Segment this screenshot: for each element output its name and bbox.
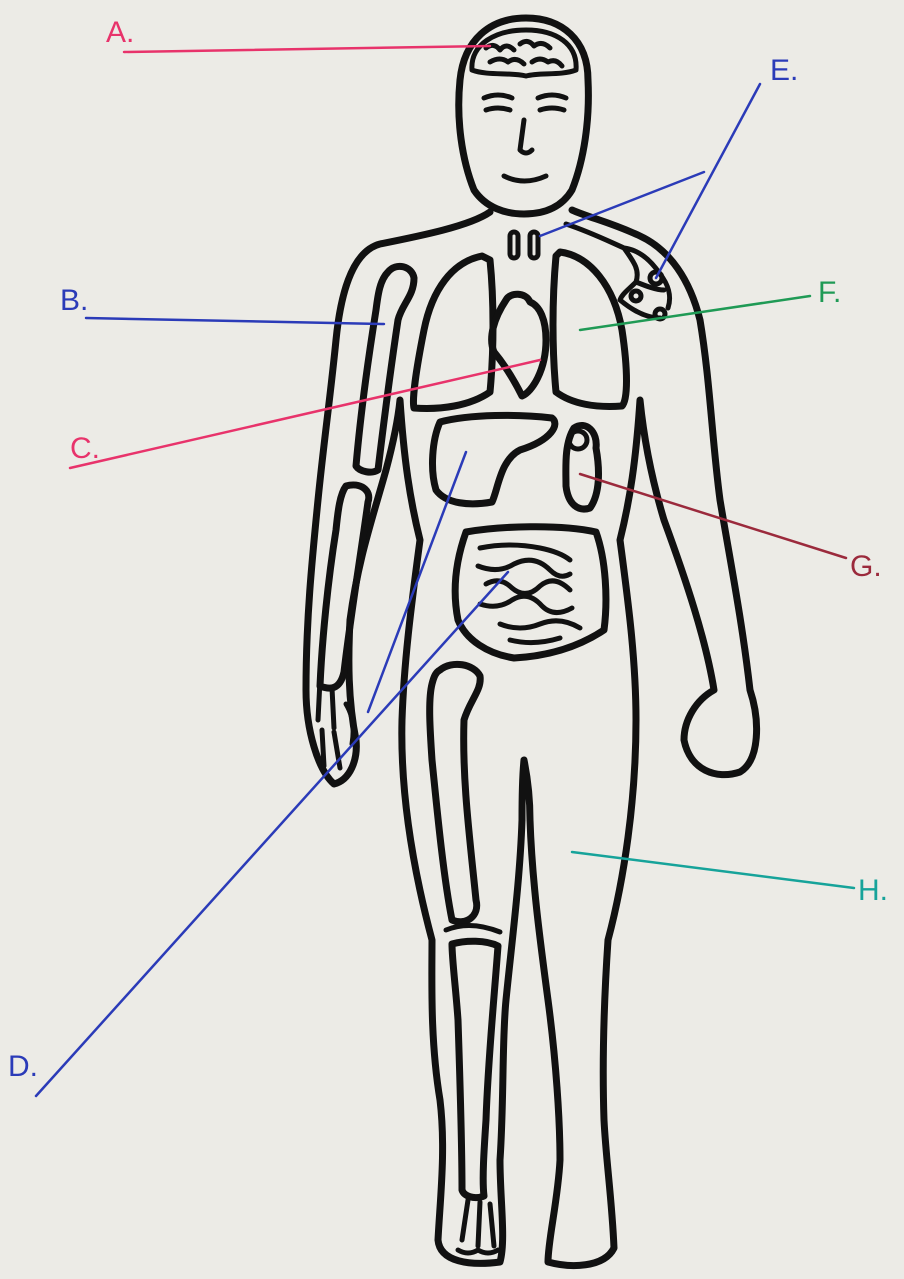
label-h: H.	[858, 874, 888, 907]
leader-line-a	[124, 46, 490, 52]
foot-bones	[458, 1200, 498, 1253]
letter-labels: A. B. C. D. E. F. G. H.	[8, 16, 888, 1083]
intestines	[455, 527, 606, 658]
femur	[430, 664, 481, 921]
label-b: B.	[60, 284, 88, 317]
label-g: G.	[850, 550, 882, 583]
trachea	[510, 232, 538, 258]
label-d: D.	[8, 1050, 38, 1083]
forearm-bones	[320, 485, 369, 688]
leader-line-e-1	[656, 84, 760, 278]
tibia-fibula	[452, 941, 498, 1197]
label-c: C.	[70, 432, 100, 465]
leader-line-h	[572, 852, 854, 888]
label-e: E.	[770, 54, 798, 87]
face-features	[484, 95, 566, 181]
body-silhouette	[306, 210, 757, 1265]
knee-joint	[446, 925, 500, 932]
brain	[472, 30, 576, 76]
label-f: F.	[818, 276, 841, 309]
label-a: A.	[106, 16, 134, 49]
kidney	[566, 425, 599, 509]
heart	[492, 294, 546, 396]
